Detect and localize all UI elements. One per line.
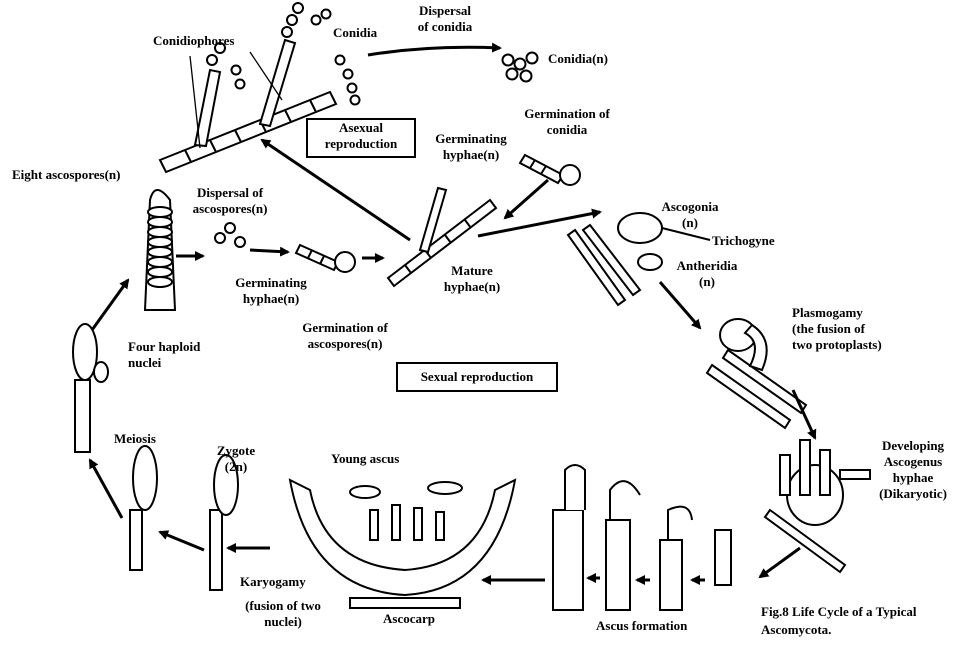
label-dispersal-ascospores-1: Dispersal of bbox=[180, 185, 280, 200]
label-developing-4: (Dikaryotic) bbox=[865, 486, 961, 501]
label-four-haploid-2: nuclei bbox=[128, 355, 161, 370]
label-antheridia-2: (n) bbox=[667, 274, 747, 289]
label-germination-conidia-1: Germination of bbox=[512, 106, 622, 121]
conidia-drawing bbox=[503, 53, 538, 82]
label-conidia-n: Conidia(n) bbox=[548, 51, 608, 66]
label-dispersal-conidia-1: Dispersal bbox=[405, 3, 485, 18]
figure-caption-line1: Fig.8 Life Cycle of a Typical bbox=[761, 604, 917, 620]
label-meiosis: Meiosis bbox=[114, 431, 156, 446]
label-mature-hyphae-2: hyphae(n) bbox=[432, 279, 512, 294]
asexual-box-line2: reproduction bbox=[308, 136, 414, 152]
label-plasmogamy-1: Plasmogamy bbox=[792, 305, 863, 320]
label-plasmogamy-2: (the fusion of bbox=[792, 321, 865, 336]
label-karyogamy-1: Karyogamy bbox=[240, 574, 306, 589]
label-germinating-hyphae-mid-1: Germinating bbox=[225, 275, 317, 290]
label-trichogyne: Trichogyne bbox=[712, 233, 775, 248]
label-developing-1: Developing bbox=[865, 438, 961, 453]
label-germinating-hyphae-top-2: hyphae(n) bbox=[425, 147, 517, 162]
label-germinating-hyphae-mid-2: hyphae(n) bbox=[225, 291, 317, 306]
figure-caption-line2: Ascomycota. bbox=[761, 622, 831, 638]
label-mature-hyphae-1: Mature bbox=[432, 263, 512, 278]
label-developing-2: Ascogenus bbox=[865, 454, 961, 469]
asexual-reproduction-box: Asexual reproduction bbox=[306, 118, 416, 158]
label-four-haploid-1: Four haploid bbox=[128, 339, 200, 354]
label-conidia-top: Conidia bbox=[333, 25, 377, 40]
label-ascus-formation: Ascus formation bbox=[596, 618, 687, 633]
label-developing-3: hyphae bbox=[865, 470, 961, 485]
sexual-reproduction-box: Sexual reproduction bbox=[396, 362, 558, 392]
label-ascogonia-1: Ascogonia bbox=[650, 199, 730, 214]
label-karyogamy-3: nuclei) bbox=[218, 614, 348, 629]
label-conidiophores: Conidiophores bbox=[153, 33, 234, 48]
label-zygote-2: (2n) bbox=[206, 459, 266, 474]
label-dispersal-ascospores-2: ascospores(n) bbox=[180, 201, 280, 216]
label-germinating-hyphae-top-1: Germinating bbox=[425, 131, 517, 146]
label-dispersal-conidia-2: of conidia bbox=[405, 19, 485, 34]
label-karyogamy-2: (fusion of two bbox=[218, 598, 348, 613]
label-plasmogamy-3: two protoplasts) bbox=[792, 337, 882, 352]
label-germination-conidia-2: conidia bbox=[512, 122, 622, 137]
label-antheridia-1: Antheridia bbox=[667, 258, 747, 273]
sexual-box-label: Sexual reproduction bbox=[421, 369, 534, 384]
label-germination-ascospores-2: ascospores(n) bbox=[290, 336, 400, 351]
label-zygote-1: Zygote bbox=[206, 443, 266, 458]
label-ascocarp: Ascocarp bbox=[383, 611, 435, 626]
asexual-box-line1: Asexual bbox=[308, 120, 414, 136]
label-germination-ascospores-1: Germination of bbox=[290, 320, 400, 335]
label-young-ascus: Young ascus bbox=[331, 451, 399, 466]
label-ascogonia-2: (n) bbox=[650, 215, 730, 230]
label-eight-ascospores: Eight ascospores(n) bbox=[12, 167, 120, 182]
